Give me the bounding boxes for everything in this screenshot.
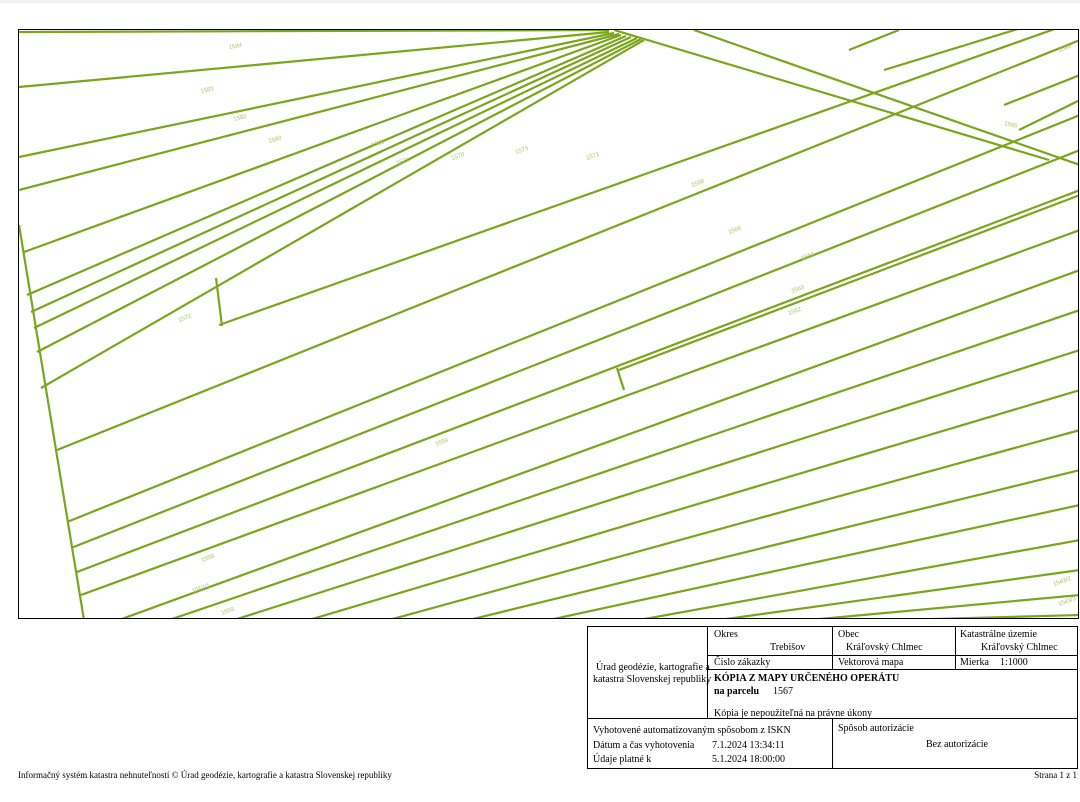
- parcel-number-label: 1571: [396, 157, 411, 167]
- parcel-number-label: 1564: [801, 251, 816, 261]
- parcel-number-label: 1559: [221, 606, 236, 616]
- obec-value: Kráľovský Chlmec: [846, 642, 923, 653]
- parcel-number-label: 1584: [228, 43, 243, 51]
- parcel-boundary-line: [33, 37, 638, 329]
- valid-value: 5.1.2024 18:00:00: [712, 754, 786, 765]
- parcel-boundary-line: [1018, 99, 1078, 131]
- parcel-number-label: 1570: [451, 152, 466, 162]
- parcel-boundary-line: [36, 38, 642, 353]
- parcel-boundary-line: [472, 469, 1078, 618]
- okres-value: Trebišov: [770, 642, 806, 653]
- parcel-boundary-line: [392, 429, 1078, 618]
- parcel-number-label: 1583: [200, 86, 215, 95]
- authorization-value: Bez autorizácie: [926, 739, 988, 750]
- okres-label: Okres: [714, 629, 738, 640]
- parcel-boundary-line: [171, 309, 1078, 618]
- cadastral-map[interactable]: 1584 1583 1582 1580 1580 1571 1570 1573 1571 1568…: [18, 29, 1079, 619]
- valid-label: Údaje platné k: [593, 754, 652, 765]
- parcel-boundary-line: [70, 149, 1078, 550]
- parcel-number-label: 1580: [371, 139, 386, 149]
- parcel-boundary-line: [19, 30, 610, 34]
- parcel-boundary-line: [26, 34, 627, 297]
- generated-by-text: Vyhotovené automatizovaným spôsobom z IS…: [593, 725, 791, 736]
- parcel-number-label: 1571: [586, 152, 601, 162]
- parcel-boundary-line: [19, 224, 85, 618]
- zakazka-label: Číslo zákazky: [714, 657, 771, 668]
- parcel-boundary-line: [725, 569, 1078, 618]
- scale-value: 1:1000: [1000, 657, 1028, 668]
- parcel-boundary-line: [818, 594, 1078, 618]
- parcel-boundary-line: [693, 30, 1078, 166]
- legal-note: Kópia je nepoužiteľná na právne úkony: [714, 708, 873, 719]
- parcel-boundary-line: [30, 36, 632, 313]
- footer-copyright: Informačný systém katastra nehnuteľností…: [18, 770, 392, 780]
- parcel-boundary-line: [40, 39, 645, 389]
- parcel-boundaries: 1584 1583 1582 1580 1580 1571 1570 1573 1571 1568…: [19, 30, 1078, 618]
- office-name-line1: Úrad geodézie, kartografie a: [596, 662, 710, 673]
- parcel-boundary-line: [19, 30, 610, 89]
- katastralne-uzemie-value: Kráľovský Chlmec: [981, 642, 1058, 653]
- parcel-number-label: 1559: [435, 437, 450, 447]
- parcel-boundary-line: [121, 269, 1078, 618]
- parcel-number: 1567: [773, 686, 793, 697]
- parcel-boundary-line: [1003, 74, 1078, 107]
- parcel-boundary-line: [56, 39, 1078, 452]
- parcel-number-label: 1572: [178, 313, 193, 323]
- authorization-label: Spôsob autorizácie: [838, 723, 914, 734]
- parcel-number-label: 1568: [691, 178, 706, 188]
- parcel-number-label: 1543/2: [1053, 576, 1073, 588]
- obec-label: Obec: [838, 629, 860, 640]
- office-name-line2: katastra Slovenskej republiky: [593, 674, 712, 685]
- parcel-boundary-line: [615, 367, 626, 391]
- parcel-number-label: 1585: [1004, 121, 1019, 130]
- parcel-number-label: 1566: [728, 225, 743, 235]
- parcel-number-label: 1580: [268, 135, 283, 145]
- parcel-boundary-line: [80, 229, 1078, 597]
- map-type-value: Vektorová mapa: [838, 657, 904, 668]
- parcel-boundary-line: [883, 30, 1019, 72]
- parcel-boundary-line: [643, 539, 1078, 618]
- parcel-number-label: 1582: [233, 114, 248, 123]
- parcel-number-label: 1573: [515, 146, 530, 156]
- parcel-boundary-line: [19, 31, 615, 159]
- parcel-boundary-line: [214, 277, 224, 327]
- scale-label: Mierka: [960, 657, 989, 668]
- parcel-boundary-line: [76, 189, 1078, 574]
- parcel-boundary-line: [848, 30, 900, 52]
- parcel-boundary-line: [23, 33, 622, 254]
- parcel-boundary-line: [613, 30, 1050, 162]
- parcel-number-label: 1586: [1058, 43, 1073, 53]
- viewer-top-bar: [0, 0, 1080, 3]
- parcel-boundary-line: [19, 32, 620, 192]
- parcel-number-label: 1562: [788, 306, 803, 316]
- parcel-number-label: 1563: [791, 284, 806, 294]
- parcel-number-label: 1557/1: [192, 583, 212, 595]
- parcel-boundary-line: [218, 30, 1056, 327]
- parcel-boundary-line: [931, 613, 1078, 618]
- document-title: KÓPIA Z MAPY URČENÉHO OPERÁTU: [714, 673, 900, 684]
- katastralne-uzemie-label: Katastrálne územie: [960, 629, 1037, 640]
- parcel-boundary-line: [618, 194, 1078, 372]
- parcel-boundary-line: [66, 114, 1078, 524]
- datetime-label: Dátum a čas vyhotovenia: [593, 740, 695, 751]
- parcel-number-label: 1558: [201, 553, 216, 563]
- authorization-cell: [832, 718, 1078, 769]
- parcel-boundary-line: [311, 389, 1078, 618]
- datetime-value: 7.1.2024 13:34:11: [712, 740, 785, 751]
- parcel-boundary-line: [236, 349, 1078, 618]
- parcel-label: na parcelu: [714, 686, 760, 697]
- footer-page-number: Strana 1 z 1: [1034, 770, 1077, 780]
- parcel-boundary-line: [553, 504, 1078, 618]
